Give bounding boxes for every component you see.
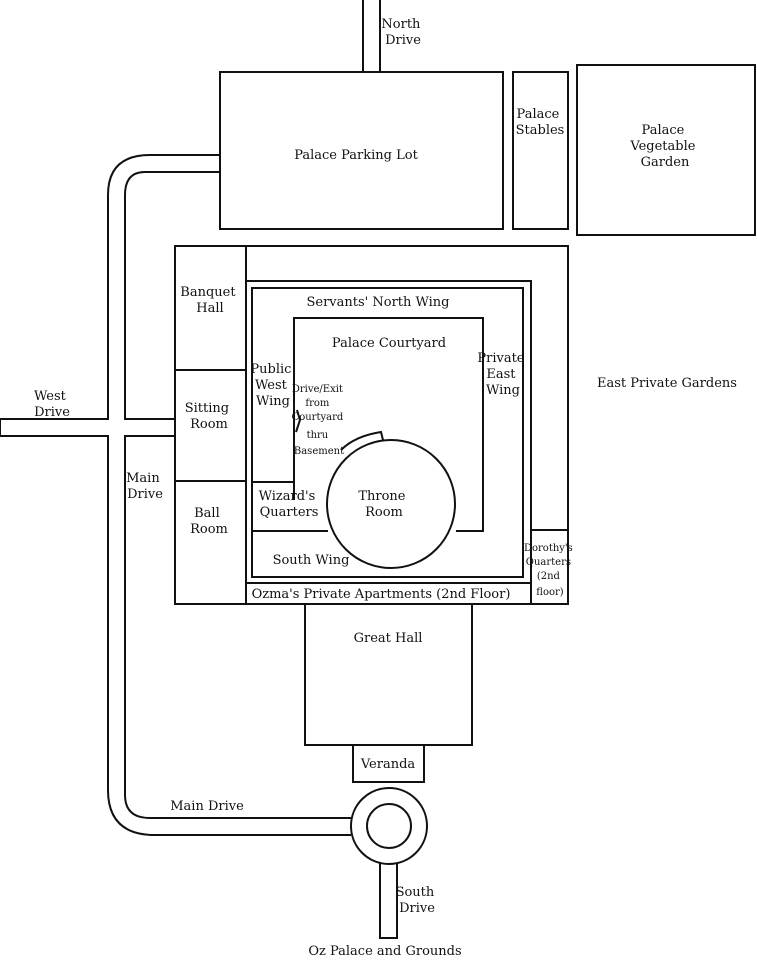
- drive-exit-marker: [295, 409, 302, 433]
- private-east-wing-label: Private East Wing: [477, 351, 528, 398]
- courtyard-wall: [293, 317, 484, 532]
- throne-room-shape: [326, 439, 456, 569]
- west-drive-label: West Drive: [34, 389, 70, 420]
- east-private-gardens-label: East Private Gardens: [597, 376, 737, 391]
- palace-courtyard-label: Palace Courtyard: [332, 336, 446, 351]
- drive-exit-label: Drive/Exit from Courtyard thru Basement: [292, 384, 347, 457]
- main-drive-outer-edge: [0, 154, 351, 836]
- great-hall-label: Great Hall: [354, 631, 423, 646]
- north-drive-label: North Drive: [381, 17, 424, 48]
- palace-structure: [174, 245, 569, 783]
- main-drive-vertical-label: Main Drive: [126, 471, 164, 502]
- public-west-wing-label: Public West Wing: [250, 362, 295, 409]
- labels: North Drive Palace Parking Lot Palace St…: [34, 17, 737, 959]
- banquet-hall-label: Banquet Hall: [180, 285, 239, 316]
- stables-label: Palace Stables: [516, 107, 565, 138]
- wing-ring-inner: [251, 287, 524, 578]
- ozmas-apartments-label: Ozma's Private Apartments (2nd Floor): [252, 587, 511, 602]
- map-title: Oz Palace and Grounds: [308, 944, 461, 959]
- north-drive-road: [362, 0, 381, 72]
- sitting-room-label: Sitting Room: [185, 401, 234, 432]
- main-drive-inner-edge: [124, 171, 355, 819]
- roads: [0, 0, 428, 939]
- veranda-label: Veranda: [360, 757, 416, 772]
- south-drive-label: South Drive: [396, 885, 439, 916]
- vegetable-garden-label: Palace Vegetable Garden: [629, 123, 699, 170]
- servants-north-wing-label: Servants' North Wing: [306, 295, 449, 310]
- stables-shape: [512, 71, 569, 230]
- south-drive-road: [379, 863, 398, 939]
- great-hall-shape: [304, 603, 473, 746]
- ball-room-label: Ball Room: [190, 506, 228, 537]
- veranda-shape: [352, 744, 425, 783]
- drive-exit-ramp: [340, 430, 384, 451]
- parking-lot-shape: [219, 71, 504, 230]
- wizards-quarters-label: Wizard's Quarters: [259, 489, 320, 520]
- parking-lot-label: Palace Parking Lot: [294, 148, 418, 163]
- vegetable-garden-shape: [576, 64, 756, 236]
- throne-room-label: Throne Room: [358, 489, 409, 520]
- dorothys-quarters-shape: [530, 529, 569, 605]
- wizards-quarters-wall: [252, 481, 328, 532]
- south-wing-label: South Wing: [273, 553, 350, 568]
- dorothys-quarters-label: Dorothy's Quarters (2nd floor): [524, 543, 576, 598]
- roundabout-inner: [366, 803, 412, 849]
- wing-ring-outer: [246, 280, 532, 530]
- main-drive-bottom-label: Main Drive: [170, 799, 244, 814]
